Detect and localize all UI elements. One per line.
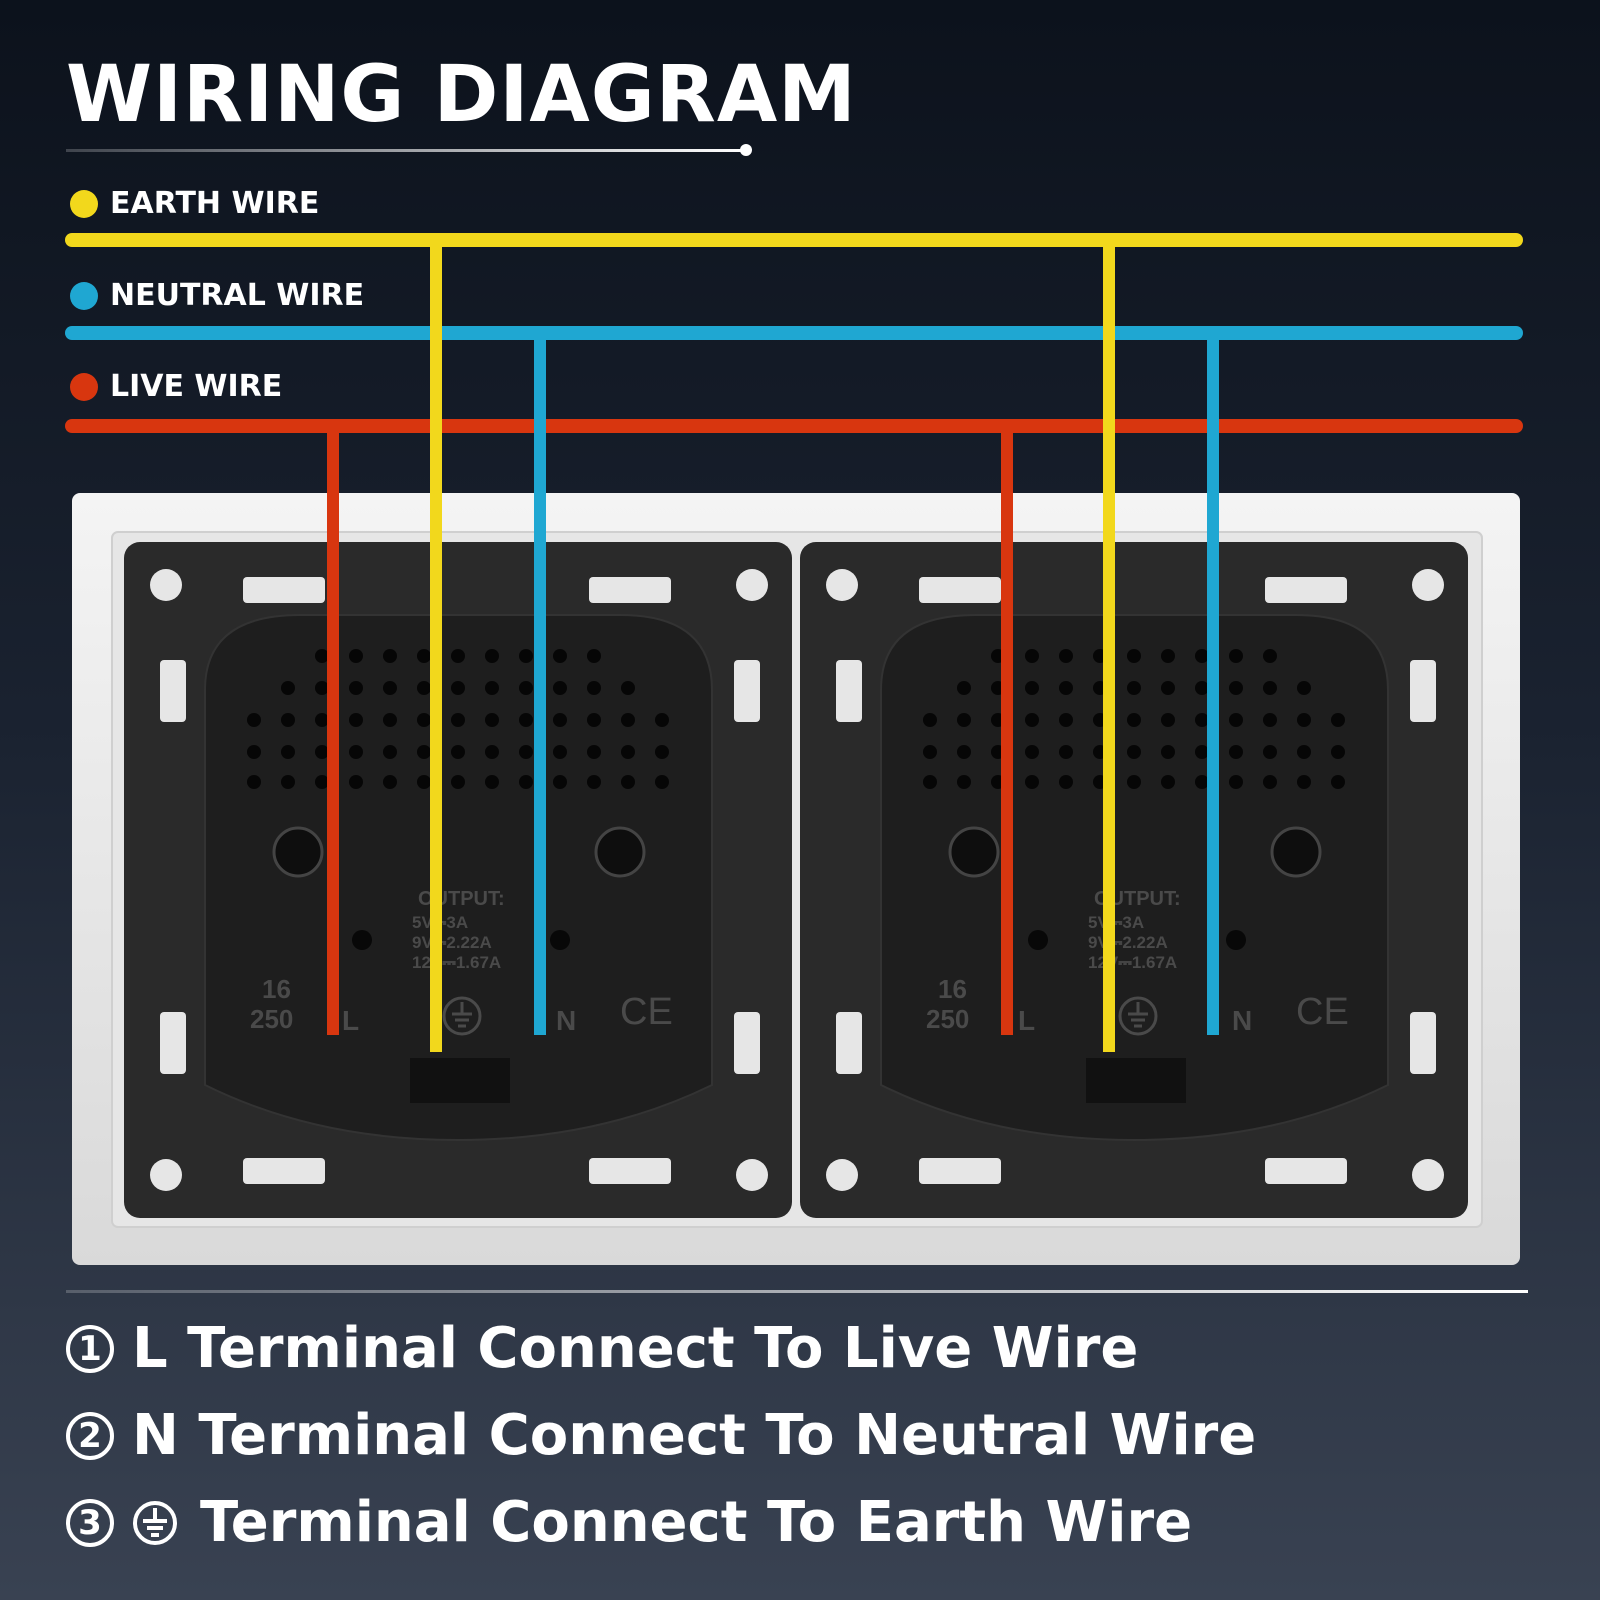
instruction-text: N Terminal Connect To Neutral Wire: [132, 1403, 1257, 1468]
instructions-divider: [66, 1290, 1528, 1293]
number-badge: 2: [66, 1411, 114, 1460]
instruction-2: 2 N Terminal Connect To Neutral Wire: [66, 1403, 1256, 1468]
legend-neutral: NEUTRAL WIRE: [70, 278, 364, 313]
terminal-l-left: L: [342, 1005, 359, 1036]
instruction-text: L Terminal Connect To Live Wire: [132, 1316, 1139, 1381]
rating-bottom-right: 250: [926, 1004, 969, 1034]
socket-module-left: [124, 542, 792, 1218]
terminal-n-left: N: [556, 1005, 576, 1036]
page-title: WIRING DIAGRAM: [66, 50, 857, 140]
legend-earth-label: EARTH WIRE: [110, 186, 320, 221]
earth-ground-icon: [133, 1500, 177, 1545]
live-color-dot: [70, 372, 98, 401]
legend-earth: EARTH WIRE: [70, 186, 319, 221]
ce-mark-left: CE: [620, 991, 673, 1033]
earth-terminal-icon: [1118, 996, 1158, 1036]
earth-terminal-icon: [442, 996, 482, 1036]
ce-mark-right: CE: [1296, 991, 1349, 1033]
number-badge: 1: [66, 1324, 114, 1373]
rating-bottom-left: 250: [250, 1004, 293, 1034]
legend-live-label: LIVE WIRE: [110, 369, 283, 404]
terminal-n-right: N: [1232, 1005, 1252, 1036]
earth-color-dot: [70, 189, 98, 218]
rating-top-left: 16: [262, 974, 291, 1004]
instruction-3: 3 Terminal Connect To Earth Wire: [66, 1490, 1192, 1555]
legend-neutral-label: NEUTRAL WIRE: [110, 278, 365, 313]
output-line-left: 12V⎓1.67A: [412, 953, 501, 972]
legend-live: LIVE WIRE: [70, 369, 282, 404]
output-line-right: 5V⎓3A: [1088, 913, 1144, 932]
title-underline: [66, 149, 746, 152]
title-underline-dot: [740, 144, 752, 156]
instruction-1: 1 L Terminal Connect To Live Wire: [66, 1316, 1138, 1381]
output-line-left: 9V⎓2.22A: [412, 933, 492, 952]
instruction-text: Terminal Connect To Earth Wire: [200, 1490, 1193, 1555]
output-line-right: 9V⎓2.22A: [1088, 933, 1168, 952]
socket-module-right: [800, 542, 1468, 1218]
neutral-color-dot: [70, 281, 98, 310]
output-line-right: 12V⎓1.67A: [1088, 953, 1177, 972]
terminal-l-right: L: [1018, 1005, 1035, 1036]
rating-top-right: 16: [938, 974, 967, 1004]
number-badge: 3: [66, 1498, 114, 1547]
output-heading-right: OUTPUT:: [1094, 888, 1181, 910]
